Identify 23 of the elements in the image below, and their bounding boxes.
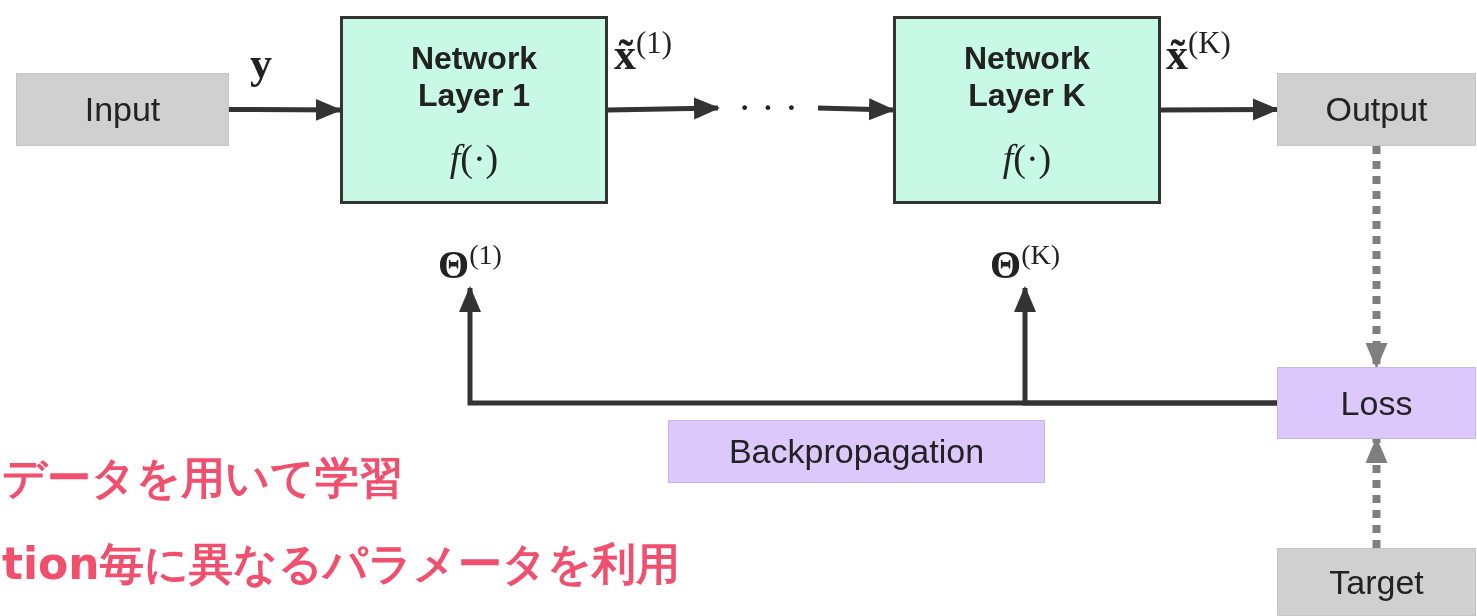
terminal-box: Target	[1277, 548, 1476, 616]
layer-box	[340, 16, 608, 204]
arrow	[229, 98, 342, 121]
terminal-box: Output	[1277, 73, 1476, 146]
arrow	[607, 97, 720, 120]
arrow	[1161, 98, 1279, 121]
ellipsis: · · ·	[718, 85, 818, 131]
dashed-arrow	[1365, 146, 1388, 369]
note-text: tion毎に異なるパラメータを利用	[2, 538, 680, 591]
arrow	[817, 98, 895, 121]
function-formula: f(·)	[1002, 135, 1052, 180]
note-text: データを用いて学習	[2, 452, 403, 505]
math-symbol: Θ$^{(K)}$	[955, 222, 1095, 288]
arrow	[1014, 286, 1277, 406]
dashed-arrow	[1365, 437, 1388, 548]
terminal-box: Input	[16, 73, 229, 146]
process-box: Loss	[1277, 367, 1476, 439]
process-box: Backpropagation	[668, 420, 1045, 483]
math-symbol: Θ$^{(1)}$	[405, 222, 535, 288]
function-formula: f(·)	[449, 135, 499, 180]
layer-box	[893, 16, 1161, 204]
layer-title: Network Layer K	[962, 40, 1092, 114]
layer-title: Network Layer 1	[409, 40, 539, 114]
